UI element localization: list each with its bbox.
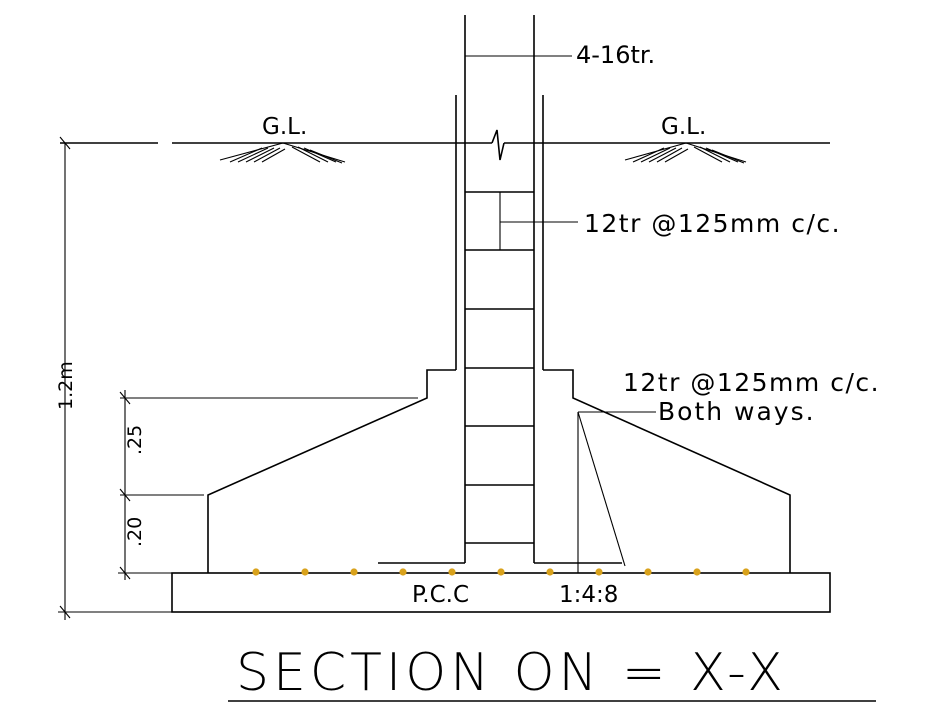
base-bars-note: Both ways. [658,397,816,426]
pcc-mix-label: 1:4:8 [559,582,618,608]
ground-hatch-left [219,142,346,164]
pcc-label: P.C.C [412,582,469,608]
base-bars-label: 12tr @125mm c/c. [623,368,880,397]
pcc-base [171,572,831,613]
ground-level-label-right: G.L. [661,114,706,140]
rebar-dots [252,568,750,576]
ties-label: 12tr @125mm c/c. [584,209,841,238]
section-title: SECTION ON = X-X [236,643,787,703]
leader-lines [465,55,656,573]
ground-hatch-right [624,142,747,164]
edge-height-dimension: .20 [124,517,146,547]
ground-line [60,129,830,161]
slope-height-dimension: .25 [124,425,146,455]
dimension-lines [58,136,418,620]
ground-level-label-left: G.L. [262,114,307,140]
overall-depth-dimension: 1.2m [55,361,77,410]
footing-outline [207,369,791,573]
column-bars-label: 4-16tr. [576,41,655,69]
column-outline [378,15,622,564]
